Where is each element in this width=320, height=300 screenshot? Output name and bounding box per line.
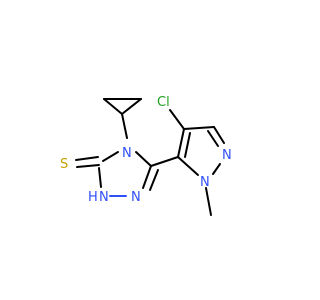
bond-c3-n4 — [102, 151, 119, 162]
sulfur-atom-label: S — [60, 157, 68, 172]
bond-n1p-c5p — [177, 156, 199, 176]
cyclopropyl-ring — [103, 98, 142, 115]
pyrazole-n2-atom-label: N — [222, 148, 232, 163]
nitrogen-2-atom-label: N — [131, 190, 141, 205]
bond-cp-right — [121, 98, 142, 115]
bond-n4-cyclopropyl — [121, 113, 128, 139]
bond-c5-pyrazole — [150, 156, 179, 167]
bond-c5p-c4p-a — [177, 128, 185, 158]
bond-nh-c3 — [98, 167, 102, 188]
bond-c3p-n2p-b — [207, 130, 219, 147]
pyrazole-ring — [177, 126, 225, 176]
chlorine-atom-label: Cl — [157, 95, 170, 110]
triazole-ring — [98, 151, 159, 197]
bond-n2p-n1p — [212, 163, 221, 175]
bond-n1p-methyl — [205, 187, 212, 216]
thione-bond — [75, 156, 100, 168]
bond-cp-left — [103, 98, 123, 115]
bond-c5-n-double-b — [149, 169, 159, 191]
nitrogen-4-atom-label: N — [122, 146, 132, 161]
molecule-structure-diagram: S N H N N N N Cl — [60, 95, 232, 216]
bond-c5-n-double-a — [142, 165, 152, 189]
pyrazole-n1-atom-label: N — [200, 175, 210, 190]
nh-nitrogen-atom-label: N — [99, 190, 109, 205]
bond-n4-c5 — [135, 151, 152, 167]
bond-c3p-n2p-a — [213, 126, 225, 144]
nh-hydrogen-atom-label: H — [88, 190, 98, 205]
bond-c3-s-b — [76, 164, 100, 168]
bond-c4p-cl — [169, 109, 185, 130]
bond-c4p-c3p — [183, 126, 215, 130]
bond-c5p-c4p-b — [184, 132, 191, 158]
bond-c3-s-a — [75, 156, 99, 161]
